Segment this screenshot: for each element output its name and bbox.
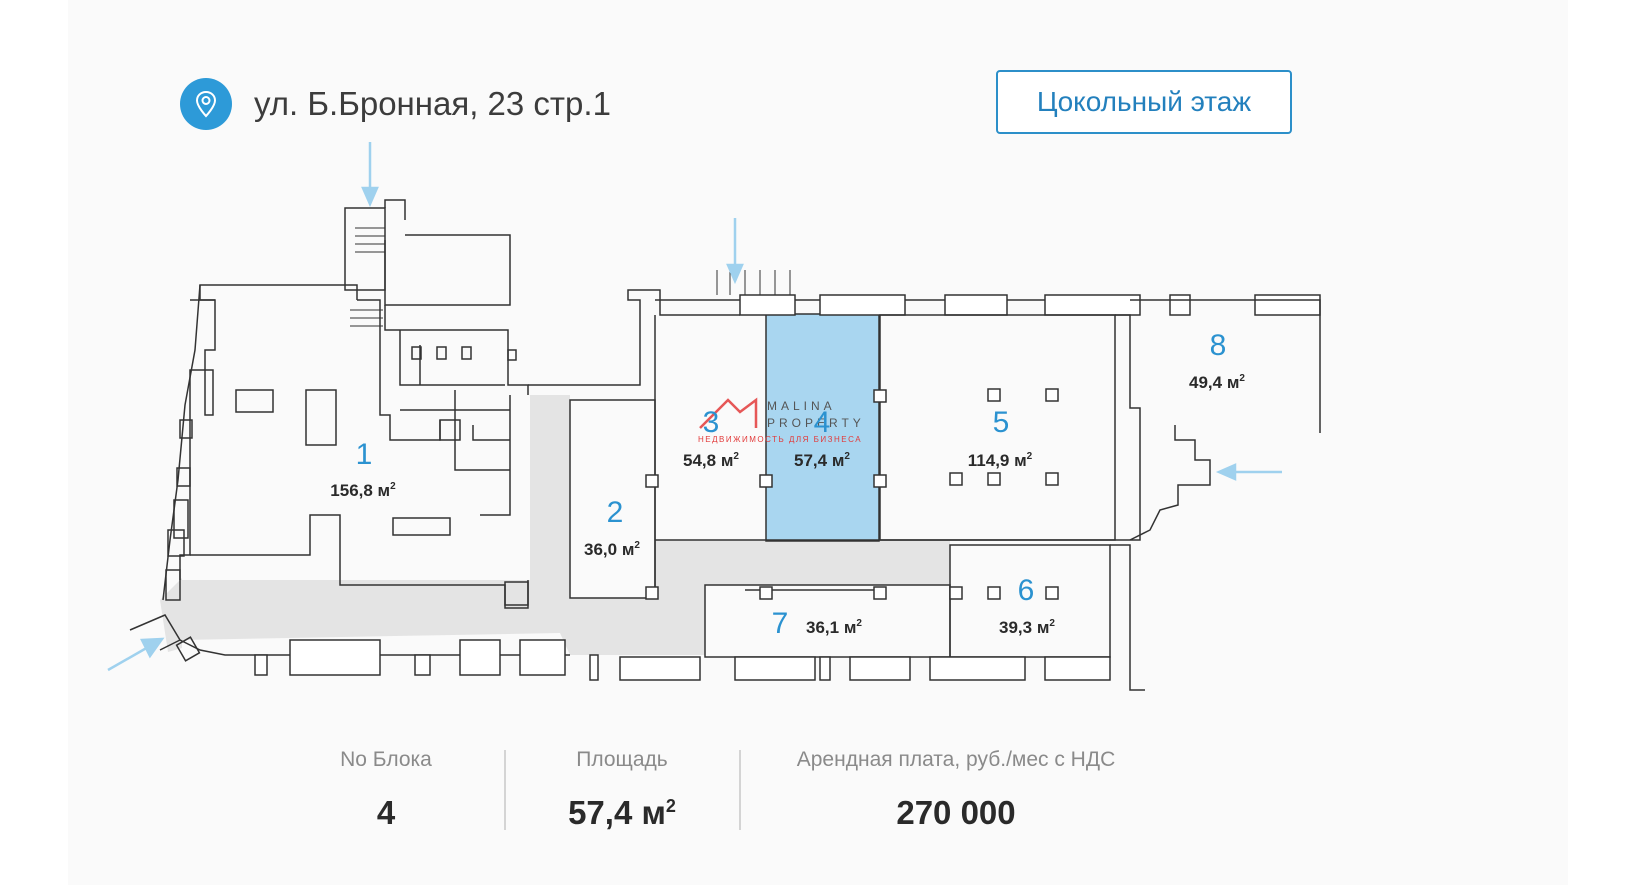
block-7-number[interactable]: 7 [772, 607, 789, 640]
arrow-left-icon [1215, 463, 1282, 481]
block-1-number[interactable]: 1 [356, 438, 373, 471]
block-2-area: 36,0 м2 [584, 540, 640, 559]
block-6-area: 39,3 м2 [999, 618, 1055, 637]
block-number-info: No Блока 4 [300, 745, 472, 835]
footer-divider [504, 750, 506, 830]
floor-plan: MALINA PROPERTY НЕДВИЖИМОСТЬ ДЛЯ БИЗНЕСА… [107, 142, 1321, 691]
arrow-down-icon [361, 142, 379, 208]
block-6-number[interactable]: 6 [1018, 574, 1035, 607]
block-number-label: No Блока [340, 748, 432, 771]
block-3-area: 54,8 м2 [683, 451, 739, 470]
location-pin-icon [180, 78, 232, 130]
block-5-number[interactable]: 5 [993, 406, 1010, 439]
footer-divider [739, 750, 741, 830]
svg-text:MALINA: MALINA [767, 399, 836, 413]
plan-walls [129, 199, 1321, 691]
svg-text:PROPERTY: PROPERTY [767, 416, 865, 430]
rent-value: 270 000 [896, 794, 1016, 831]
block-5-area: 114,9 м2 [968, 451, 1033, 470]
area-label: Площадь [576, 748, 668, 771]
area-info: Площадь 57,4 м2 [530, 745, 714, 835]
area-value: 57,4 м2 [568, 794, 676, 831]
svg-text:НЕДВИЖИМОСТЬ ДЛЯ БИЗНЕСА: НЕДВИЖИМОСТЬ ДЛЯ БИЗНЕСА [698, 435, 862, 444]
block-8-number[interactable]: 8 [1210, 329, 1227, 362]
malina-property-watermark: MALINA PROPERTY НЕДВИЖИМОСТЬ ДЛЯ БИЗНЕСА [698, 397, 865, 444]
block-4-highlight[interactable] [765, 313, 880, 542]
rent-label: Арендная плата, руб./мес с НДС [796, 748, 1116, 771]
block-4-area: 57,4 м2 [794, 451, 850, 470]
arrow-down-icon [726, 218, 744, 285]
arrow-up-right-icon [107, 637, 165, 672]
floor-selector-button[interactable]: Цокольный этаж [996, 70, 1292, 134]
block-7-area: 36,1 м2 [806, 618, 862, 637]
block-2-number[interactable]: 2 [607, 496, 624, 529]
address-title: ул. Б.Бронная, 23 стр.1 [254, 85, 611, 122]
block-4-number[interactable]: 4 [814, 406, 831, 439]
block-1-area: 156,8 м2 [330, 481, 396, 500]
entrance-arrows [107, 142, 1282, 672]
block-8-area: 49,4 м2 [1189, 373, 1245, 392]
block-number-value: 4 [376, 794, 396, 831]
rent-info: Арендная плата, руб./мес с НДС 270 000 [780, 745, 1132, 835]
block-3-number[interactable]: 3 [703, 406, 720, 439]
